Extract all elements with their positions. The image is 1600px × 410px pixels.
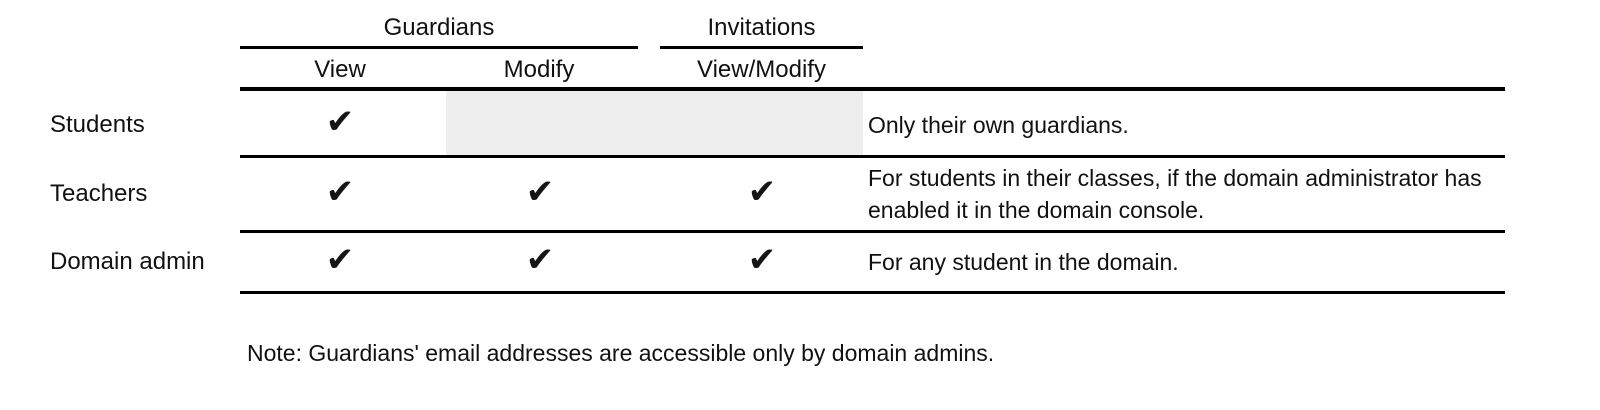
column-header-guardians-modify: Modify — [503, 56, 575, 83]
column-group-header-row: Guardians Invitations — [0, 13, 1600, 47]
table-row-rule-2 — [240, 230, 1505, 233]
table-footnote: Note: Guardians' email addresses are acc… — [247, 340, 995, 366]
table-header-rule — [240, 87, 1505, 91]
checkmark-icon-domain-admin-invitations-view-modify: ✔ — [747, 240, 777, 280]
table-bottom-rule — [240, 291, 1505, 294]
column-group-invitations: Invitations — [707, 14, 816, 41]
group-rule-invitations — [660, 46, 863, 49]
column-header-guardians-view: View — [314, 56, 366, 83]
checkmark-icon-teachers-guardians-modify: ✔ — [525, 172, 555, 212]
checkmark-icon-teachers-invitations-view-modify: ✔ — [747, 172, 777, 212]
column-group-guardians: Guardians — [383, 14, 495, 41]
table-row-label-domain-admin: Domain admin — [50, 248, 205, 275]
checkmark-icon-teachers-guardians-view: ✔ — [325, 172, 355, 212]
table-row-label-students: Students — [50, 111, 145, 138]
column-header-invitations-view-modify: View/Modify — [697, 56, 826, 83]
column-header-row: View Modify View/Modify — [0, 55, 1600, 85]
checkmark-icon-domain-admin-guardians-view: ✔ — [325, 240, 355, 280]
table-row-description-students: Only their own guardians. — [868, 112, 1129, 138]
group-rule-guardians — [240, 46, 638, 49]
table-row-label-teachers: Teachers — [50, 180, 148, 207]
table-row-description-teachers: For students in their classes, if the do… — [868, 165, 1482, 223]
checkmark-icon-domain-admin-guardians-modify: ✔ — [525, 240, 555, 280]
table-row-rule-1 — [240, 155, 1505, 158]
shaded-cell-students-modify-invitations — [446, 91, 863, 155]
table-row-description-domain-admin: For any student in the domain. — [868, 249, 1179, 275]
checkmark-icon-students-guardians-view: ✔ — [325, 102, 355, 142]
